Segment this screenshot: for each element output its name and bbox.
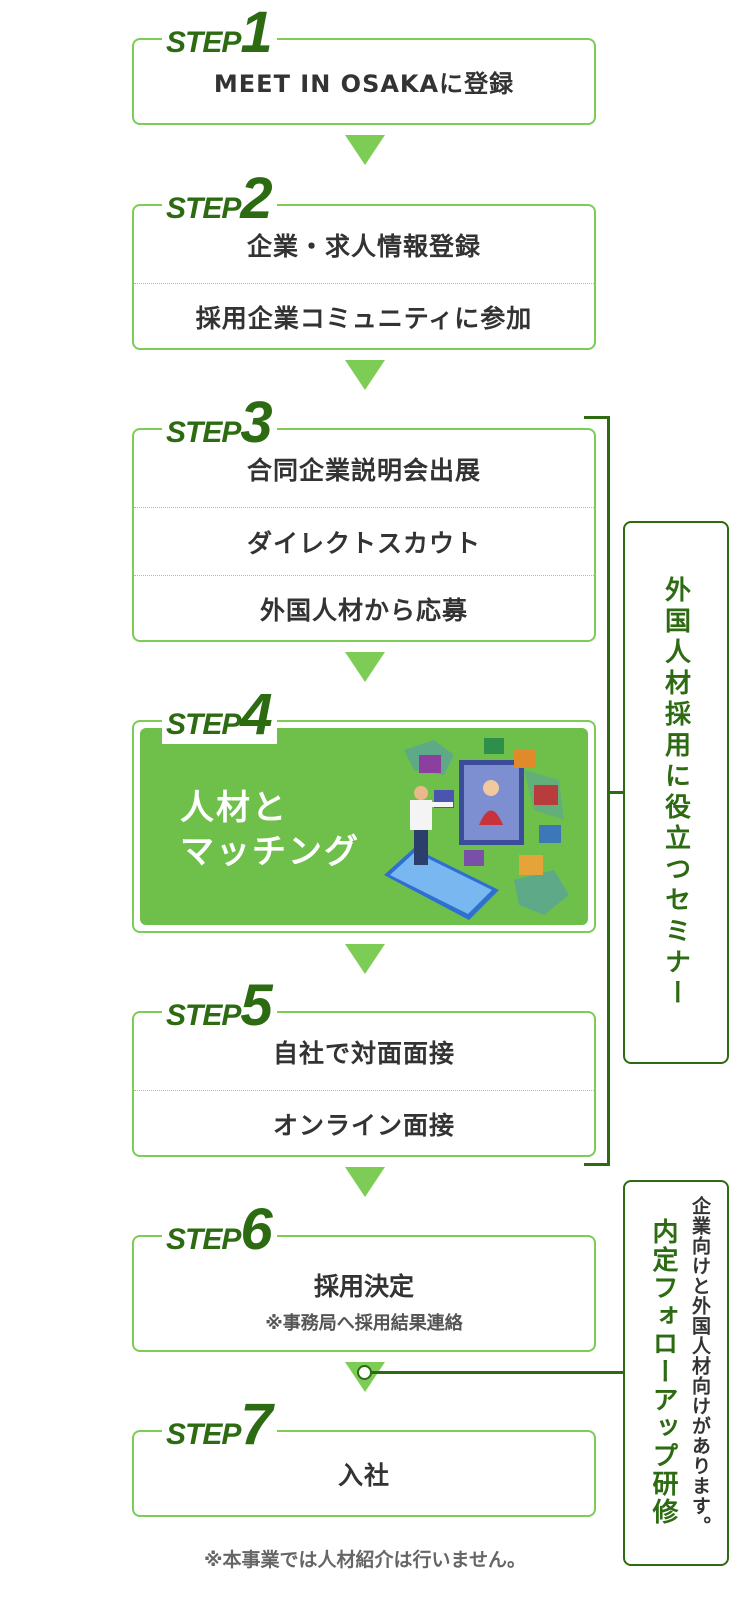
step-7-label: STEP7 [162, 1396, 277, 1454]
step-2-item-2: 採用企業コミュニティに参加 [134, 283, 594, 349]
step-1-box: MEET IN OSAKAに登録 [132, 38, 596, 125]
arrow-4 [345, 944, 385, 974]
seminar-bracket [584, 416, 610, 1166]
arrow-2 [345, 360, 385, 390]
step-3-box: 合同企業説明会出展 ダイレクトスカウト 外国人材から応募 [132, 428, 596, 642]
arrow-3 [345, 652, 385, 682]
step-4-box: 人材と マッチング [132, 720, 596, 933]
step-2-item-1: 企業・求人情報登録 [246, 231, 481, 261]
matching-panel: 人材と マッチング [140, 728, 588, 925]
step-3-item-1: 合同企業説明会出展 [246, 455, 481, 485]
step-1-item: MEET IN OSAKAに登録 [213, 70, 515, 98]
step-2-box: 企業・求人情報登録 採用企業コミュニティに参加 [132, 204, 596, 350]
matching-illustration [384, 738, 569, 920]
matching-title: 人材と マッチング [180, 788, 360, 872]
step-5-item-2: オンライン面接 [134, 1090, 594, 1156]
step-7-item: 入社 [337, 1460, 390, 1490]
follow-title: 内定フォローアップ研修 [648, 1218, 678, 1526]
step-6-item: 採用決定 [313, 1272, 414, 1301]
follow-connector [365, 1371, 625, 1374]
step-1-label: STEP1 [162, 4, 277, 62]
step-5-box: 自社で対面面接 オンライン面接 [132, 1011, 596, 1157]
follow-dot [357, 1365, 372, 1380]
arrow-1 [345, 135, 385, 165]
seminar-connector [609, 791, 625, 794]
follow-note: 企業向けと外国人材向けがあります。 [689, 1196, 711, 1536]
step-5-label: STEP5 [162, 977, 277, 1035]
footer-note: ※本事業では人材紹介は行いません。 [204, 1549, 526, 1571]
follow-box: 企業向けと外国人材向けがあります。 内定フォローアップ研修 [623, 1180, 729, 1566]
arrow-5 [345, 1167, 385, 1197]
step-6-label: STEP6 [162, 1201, 277, 1259]
seminar-text: 外国人材採用に役立つセミナー [660, 575, 691, 1010]
step-6-note: ※事務局へ採用結果連絡 [265, 1313, 463, 1334]
seminar-box: 外国人材採用に役立つセミナー [623, 521, 729, 1064]
step-4-label: STEP4 [162, 686, 277, 744]
step-3-item-3: 外国人材から応募 [134, 575, 594, 642]
step-3-item-2: ダイレクトスカウト [134, 507, 594, 575]
step-2-label: STEP2 [162, 170, 277, 228]
step-3-label: STEP3 [162, 394, 277, 452]
step-5-item-1: 自社で対面面接 [272, 1038, 455, 1068]
